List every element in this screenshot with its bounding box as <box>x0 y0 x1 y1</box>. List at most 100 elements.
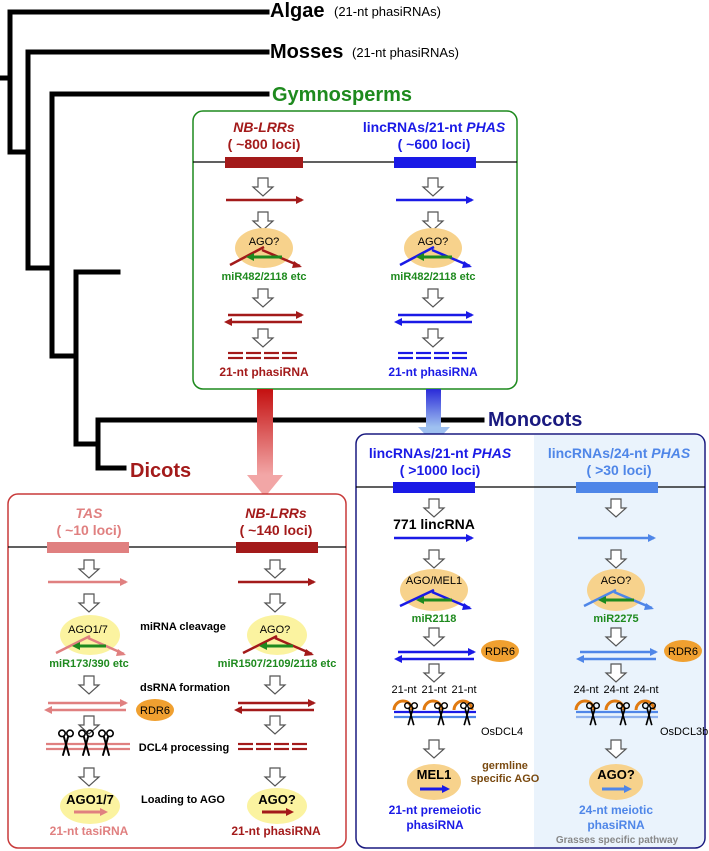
monocot-right-product-line1: 24-nt meiotic <box>579 803 653 817</box>
down-arrow-icon <box>263 715 287 735</box>
monocot-left-product-line2: phasiRNA <box>406 818 464 832</box>
monocot-left-size-1: 21-nt <box>391 684 416 696</box>
down-arrow-icon <box>422 627 446 647</box>
down-arrow-icon <box>263 559 287 579</box>
monocot-left-size-2: 21-nt <box>421 684 446 696</box>
monocot-right-title: lincRNAs/24-nt PHAS <box>548 445 691 461</box>
monocot-right-size-2: 24-nt <box>603 684 628 696</box>
down-arrow-icon <box>422 498 446 518</box>
down-arrow-icon <box>77 593 101 613</box>
monocots-label: Monocots <box>488 409 582 431</box>
grasses-pathway-footer: Grasses specific pathway <box>556 835 679 846</box>
dicot-right-title: NB-LRRs <box>245 505 307 521</box>
down-arrow-icon <box>251 328 275 348</box>
monocot-left-title: lincRNAs/21-nt PHAS <box>369 445 512 461</box>
step-loading-label: Loading to AGO <box>141 794 225 806</box>
phasirna-duplexes <box>228 351 297 360</box>
monocot-right-dicer: OsDCL3b <box>660 726 708 738</box>
down-arrow-icon <box>604 549 628 569</box>
monocot-left-product-line1: 21-nt premeiotic <box>389 803 482 817</box>
dicot-left-loci: ( ~10 loci) <box>57 522 122 538</box>
dicot-left-product: 21-nt tasiRNA <box>50 824 129 838</box>
down-arrow-icon <box>604 627 628 647</box>
gymno-left-title: NB-LRRs <box>233 119 295 135</box>
down-arrow-icon <box>77 559 101 579</box>
down-arrow-icon <box>422 549 446 569</box>
transition-arrow-to-dicots <box>247 389 283 497</box>
gymnosperm-panel: NB-LRRs ( ~800 loci) lincRNAs/21-nt PHAS… <box>192 110 518 390</box>
dicot-right-mirna: miR1507/2109/2118 etc <box>218 658 337 670</box>
algae-note: (21-nt phasiRNAs) <box>334 4 441 19</box>
gymno-right-gene-bar <box>394 157 476 168</box>
down-arrow-icon <box>251 177 275 197</box>
down-arrow-icon <box>251 211 275 231</box>
gymno-right-loci: ( ~600 loci) <box>398 136 471 152</box>
rdr6-blob <box>481 640 519 662</box>
rdr6-blob <box>136 699 174 721</box>
gymno-right-title: lincRNAs/21-nt PHAS <box>363 119 506 135</box>
monocot-left-ago: AGO/MEL1 <box>406 575 462 587</box>
gymno-left-ago: AGO? <box>249 236 280 248</box>
dicot-right-final-ago: AGO? <box>258 792 296 807</box>
phasirna-duplexes <box>398 351 467 360</box>
monocot-left-mirna: miR2118 <box>412 613 457 625</box>
monocot-right-loci: ( >30 loci) <box>587 462 652 478</box>
ago-blob <box>60 788 120 824</box>
dicot-panel: TAS ( ~10 loci) NB-LRRs ( ~140 loci) AGO… <box>7 493 347 849</box>
down-arrow-icon <box>77 767 101 787</box>
down-arrow-icon <box>77 715 101 735</box>
down-arrow-icon <box>422 739 446 759</box>
dicot-right-gene-bar <box>236 542 318 553</box>
monocot-right-rdr6: RDR6 <box>668 646 698 658</box>
step-dcl4-label: DCL4 processing <box>139 742 229 754</box>
algae-label: Algae <box>270 0 324 22</box>
step-dsrna-label: dsRNA formation <box>140 682 230 694</box>
germline-note-line2: specific AGO <box>471 773 540 785</box>
gymno-left-product: 21-nt phasiRNA <box>219 365 309 379</box>
dicot-right-product: 21-nt phasiRNA <box>231 824 321 838</box>
dicot-left-gene-bar <box>47 542 129 553</box>
monocot-right-size-1: 24-nt <box>573 684 598 696</box>
down-arrow-icon <box>422 663 446 683</box>
gymno-right-mirna: miR482/2118 etc <box>390 271 475 283</box>
dicot-right-loci: ( ~140 loci) <box>240 522 313 538</box>
down-arrow-icon <box>604 739 628 759</box>
monocot-left-loci: ( >1000 loci) <box>400 462 481 478</box>
monocot-right-product-line2: phasiRNA <box>587 818 645 832</box>
step-cleavage-label: miRNA cleavage <box>140 621 226 633</box>
down-arrow-icon <box>263 767 287 787</box>
down-arrow-icon <box>77 675 101 695</box>
phylogenetic-tree <box>0 9 485 471</box>
monocot-panel: lincRNAs/21-nt PHAS ( >1000 loci) lincRN… <box>355 433 708 849</box>
dicot-right-ago: AGO? <box>260 624 291 636</box>
monocot-left-gene-bar <box>393 482 475 493</box>
rdr6-blob <box>664 640 702 662</box>
germline-note-line1: germline <box>482 760 528 772</box>
down-arrow-icon <box>421 177 445 197</box>
monocot-left-size-3: 21-nt <box>451 684 476 696</box>
gymnosperms-label: Gymnosperms <box>272 84 412 106</box>
mosses-label: Mosses <box>270 41 343 63</box>
down-arrow-icon <box>421 288 445 308</box>
down-arrow-icon <box>604 498 628 518</box>
monocot-right-mirna: miR2275 <box>593 613 638 625</box>
dicot-left-ago: AGO1/7 <box>68 624 108 636</box>
gymno-left-loci: ( ~800 loci) <box>228 136 301 152</box>
gymno-left-gene-bar <box>225 157 303 168</box>
monocot-left-rdr6: RDR6 <box>485 646 515 658</box>
dicot-rdr6: RDR6 <box>140 705 170 717</box>
monocot-right-ago: AGO? <box>601 575 632 587</box>
down-arrow-icon <box>263 593 287 613</box>
dicot-left-title: TAS <box>76 505 104 521</box>
phasirna-duplexes <box>238 742 307 751</box>
down-arrow-icon <box>251 288 275 308</box>
monocot-right-size-3: 24-nt <box>633 684 658 696</box>
mosses-note: (21-nt phasiRNAs) <box>352 45 459 60</box>
ago-blob <box>407 764 461 800</box>
monocot-right-gene-bar <box>576 482 658 493</box>
dicots-label: Dicots <box>130 460 191 482</box>
gymno-right-product: 21-nt phasiRNA <box>388 365 478 379</box>
ago-blob <box>589 764 643 800</box>
monocot-right-final-ago: AGO? <box>597 767 635 782</box>
